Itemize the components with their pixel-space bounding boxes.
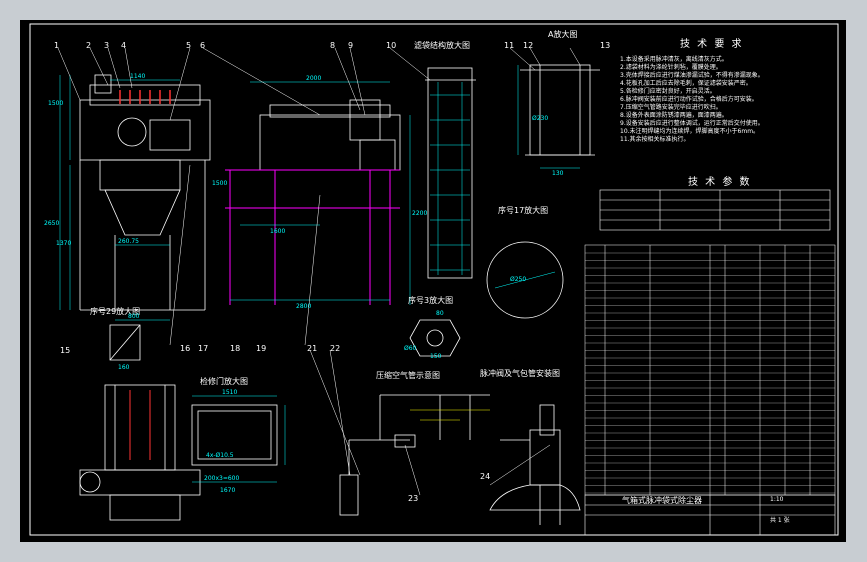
tech-requirement: 1.本设备采用脉冲清灰，离线清灰方式。	[620, 56, 728, 63]
dim-side-left: 1600	[270, 228, 286, 235]
part-number: 11	[504, 41, 515, 50]
view-title-compressed-air: 压缩空气管示意图	[376, 371, 440, 380]
part-number: 9	[348, 41, 354, 50]
dim-flange-w: 150	[430, 353, 442, 360]
view-title-pulse-valve: 脉冲阀及气包管安装图	[480, 369, 560, 378]
bom-table	[584, 244, 836, 496]
tech-requirement: 11.其余按相关标准执行。	[620, 136, 690, 143]
part-number: 12	[523, 41, 534, 50]
tech-params-title: 技 术 参 数	[688, 177, 752, 188]
part-number: 6	[200, 41, 206, 50]
dim-small-plate: 160	[118, 364, 130, 371]
part-number: 4	[121, 41, 127, 50]
leader-lines	[57, 47, 581, 496]
inspection-door	[191, 404, 278, 466]
tech-requirement: 10.未注明焊缝均为连续焊，焊脚高度不小于6mm。	[620, 128, 760, 135]
front-view-dims	[59, 75, 180, 321]
part-number: 17	[198, 344, 209, 353]
part-number: 3	[104, 41, 110, 50]
dim-front-height: 2650	[44, 220, 60, 227]
tech-requirement: 7.压缩空气管路安装完毕应进行吹扫。	[620, 104, 722, 111]
part-number: 8	[330, 41, 336, 50]
dim-door-bottom: 200x3=600	[204, 475, 240, 482]
dim-side-right: 2200	[412, 210, 428, 217]
view-title-seal-ii: 序号29放大图	[90, 307, 141, 316]
side-view	[259, 99, 401, 171]
part-number: 13	[600, 41, 611, 50]
dim-door-width: 1510	[222, 389, 238, 396]
tech-requirement: 8.设备外表面涂防锈漆两遍，面漆两遍。	[620, 112, 728, 119]
part-number: 2	[86, 41, 92, 50]
dim-front-hopper: 260.75	[118, 238, 139, 245]
small-plate	[109, 324, 141, 361]
title-block	[584, 494, 836, 536]
filter-bag-view	[425, 67, 476, 279]
tech-requirement: 2.滤袋材料为涤纶针刺毡，覆膜处理。	[620, 64, 722, 71]
part-number: 18	[230, 344, 241, 353]
view-title-seal-iv: 序号17放大图	[498, 206, 549, 215]
sheet-number: 共 1 张	[770, 517, 790, 524]
tech-params-table	[599, 189, 831, 231]
dim-door-total: 1670	[220, 487, 236, 494]
tech-requirement: 5.各检修门应密封良好，开启灵活。	[620, 88, 716, 95]
dim-seal-d: Ø250	[510, 276, 527, 283]
part-number: 1	[54, 41, 60, 50]
dim-plate-d: Ø230	[532, 115, 549, 122]
part-number: 19	[256, 344, 267, 353]
drawing-name: 气箱式脉冲袋式除尘器	[622, 496, 702, 505]
dim-front-mid: 1370	[56, 240, 72, 247]
flange-detail	[409, 319, 461, 357]
part-number: 16	[180, 344, 191, 353]
tech-requirement: 6.脉冲阀安装前应进行动作试验，合格后方可安装。	[620, 96, 758, 103]
part-number: 15	[60, 346, 71, 355]
tech-requirement: 4.花板孔加工后应去除毛刺，保证滤袋安装严密。	[620, 80, 752, 87]
dim-side-base: 2800	[296, 303, 312, 310]
tech-requirement: 9.设备安装后应进行整体调试，运行正常后交付使用。	[620, 120, 764, 127]
view-title-inspection-door: 检修门放大图	[200, 377, 248, 386]
dim-front-base: 800	[128, 313, 140, 320]
drawing-scale: 1:10	[770, 496, 784, 503]
bom-rows	[585, 252, 835, 494]
cad-drawing	[29, 23, 839, 536]
dim-flange-hole: Ø60	[404, 345, 417, 352]
side-view-dims	[230, 81, 411, 305]
part-number: 5	[186, 41, 192, 50]
dim-side-top: 2000	[306, 75, 322, 82]
tech-requirement: 3.壳体焊接后应进行煤油渗漏试验，不得有渗漏现象。	[620, 72, 764, 79]
dim-plate-w: 130	[552, 170, 564, 177]
dim-side-height: 1500	[212, 180, 228, 187]
plate-detail	[520, 64, 600, 156]
plate-detail-dims	[517, 65, 580, 169]
view-title-seal-iii: 序号3放大图	[408, 296, 454, 305]
dim-door-holes: 4x-Ø10.5	[206, 452, 234, 459]
pulse-valve	[489, 404, 581, 525]
dim-front-top: 1500	[48, 100, 64, 107]
bottom-front	[79, 384, 201, 521]
front-view-bags	[119, 90, 171, 104]
part-number: 24	[480, 472, 491, 481]
filter-bag-mesh	[430, 82, 470, 275]
dim-flange-top: 80	[436, 310, 444, 317]
view-title-filter-bag: 滤袋结构放大图	[414, 41, 470, 50]
part-number: 22	[330, 344, 341, 353]
view-title-plate: A放大图	[548, 30, 578, 39]
part-number: 21	[307, 344, 318, 353]
dim-front-width: 1140	[130, 73, 146, 80]
part-number: 23	[408, 494, 419, 503]
front-view	[79, 74, 211, 311]
drawing-sheet: 1 2 3 4 5 6 8 9 10 11 12 13 15 16 17 18 …	[20, 20, 846, 542]
bottom-front-accent	[129, 390, 151, 460]
seal-circle	[486, 241, 564, 319]
compressed-air	[339, 394, 490, 516]
side-view-frame	[225, 169, 400, 305]
drawing-frame	[29, 23, 839, 536]
tech-requirements-list: 1.本设备采用脉冲清灰，离线清灰方式。 2.滤袋材料为涤纶针刺毡，覆膜处理。 3…	[620, 56, 764, 144]
tech-requirements-title: 技 术 要 求	[680, 39, 744, 50]
part-number: 10	[386, 41, 397, 50]
